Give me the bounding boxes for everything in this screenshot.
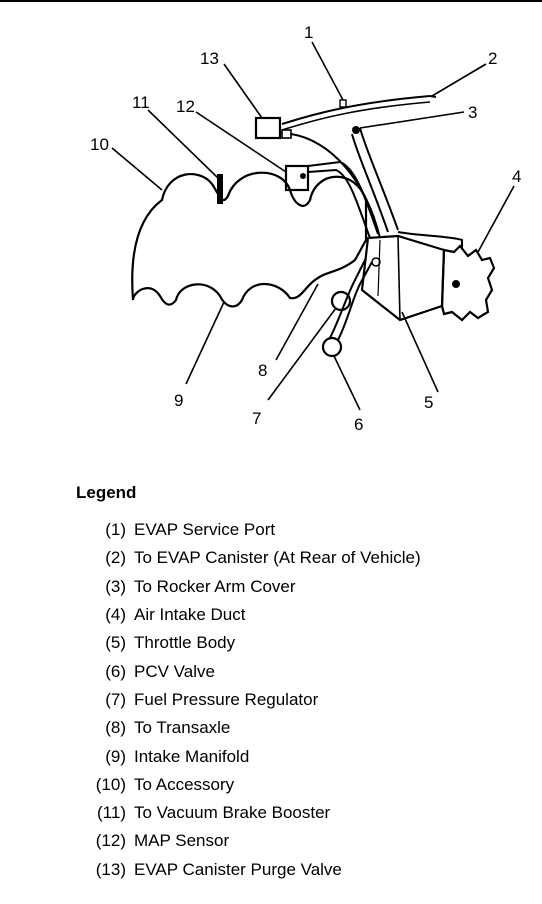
legend-number: (7)	[105, 689, 126, 709]
legend-number: (12)	[95, 831, 126, 851]
legend-text: Air Intake Duct	[134, 605, 246, 625]
legend-text: MAP Sensor	[134, 831, 230, 851]
legend-item: (8) To Transaxle	[76, 714, 536, 742]
callout-2: 2	[488, 49, 497, 68]
duct-port	[452, 280, 460, 288]
legend-number: (9)	[105, 746, 126, 766]
callout-5: 5	[424, 393, 433, 412]
legend-item: (10) To Accessory	[76, 771, 536, 799]
brake-booster-fitting	[217, 174, 223, 204]
callout-8: 8	[258, 361, 267, 380]
legend: Legend (1) EVAP Service Port (2) To EVAP C…	[76, 482, 536, 884]
callout-1: 1	[304, 23, 313, 42]
legend-title: Legend	[76, 483, 137, 502]
legend-item: (1) EVAP Service Port	[76, 516, 536, 544]
callout-7: 7	[252, 409, 261, 428]
legend-number: (3)	[105, 576, 126, 596]
legend-text: EVAP Service Port	[134, 520, 276, 540]
legend-text: To Vacuum Brake Booster	[134, 803, 331, 823]
legend-number: (13)	[95, 859, 126, 879]
legend-text: To Transaxle	[134, 718, 231, 738]
fuel-pressure-regulator	[330, 290, 352, 312]
legend-item: (11) To Vacuum Brake Booster	[76, 799, 536, 827]
legend-text: To EVAP Canister (At Rear of Vehicle)	[134, 548, 421, 568]
map-sensor	[284, 164, 310, 192]
callout-3: 3	[468, 103, 477, 122]
legend-text: Throttle Body	[134, 633, 236, 653]
legend-text: Fuel Pressure Regulator	[134, 689, 319, 709]
legend-item: (13) EVAP Canister Purge Valve	[76, 856, 536, 884]
air-intake-duct	[440, 244, 496, 322]
callout-11: 11	[132, 93, 150, 112]
legend-item: (3) To Rocker Arm Cover	[76, 573, 536, 601]
evap-purge-valve	[254, 116, 282, 140]
legend-item: (4) Air Intake Duct	[76, 601, 536, 629]
legend-item: (2) To EVAP Canister (At Rear of Vehicle)	[76, 544, 536, 572]
legend-text: To Rocker Arm Cover	[134, 576, 296, 596]
legend-text: Intake Manifold	[134, 746, 250, 766]
legend-item: (6) PCV Valve	[76, 657, 536, 685]
legend-number: (8)	[105, 718, 126, 738]
legend-text: To Accessory	[134, 774, 235, 794]
callout-6: 6	[354, 415, 363, 434]
callout-13: 13	[200, 49, 219, 68]
callout-10: 10	[90, 135, 109, 154]
legend-text: PCV Valve	[134, 661, 215, 681]
legend-item: (12) MAP Sensor	[76, 827, 536, 855]
intake-manifold-outline	[131, 171, 368, 308]
leader-lines	[111, 41, 515, 411]
legend-number: (11)	[97, 803, 126, 823]
callout-9: 9	[174, 391, 183, 410]
pcv-valve	[321, 336, 343, 358]
legend-number: (1)	[105, 520, 126, 540]
legend-item: (9) Intake Manifold	[76, 742, 536, 770]
legend-item: (7) Fuel Pressure Regulator	[76, 686, 536, 714]
legend-item: (5) Throttle Body	[76, 629, 536, 657]
top-rule	[0, 0, 542, 2]
legend-number: (6)	[105, 661, 126, 681]
legend-number: (4)	[105, 605, 126, 625]
legend-list: (1) EVAP Service Port (2) To EVAP Canister…	[76, 516, 536, 884]
legend-number: (2)	[105, 548, 126, 568]
vacuum-hose-diagram: 1 2 3 4 5 6 7 8 9 10 11 12 13	[90, 23, 521, 434]
legend-number: (5)	[105, 633, 126, 653]
throttle-body	[360, 234, 446, 322]
legend-number: (10)	[95, 774, 126, 794]
legend-text: EVAP Canister Purge Valve	[134, 859, 342, 879]
callout-4: 4	[512, 167, 521, 186]
hoses	[281, 95, 463, 341]
callout-12: 12	[176, 97, 195, 116]
